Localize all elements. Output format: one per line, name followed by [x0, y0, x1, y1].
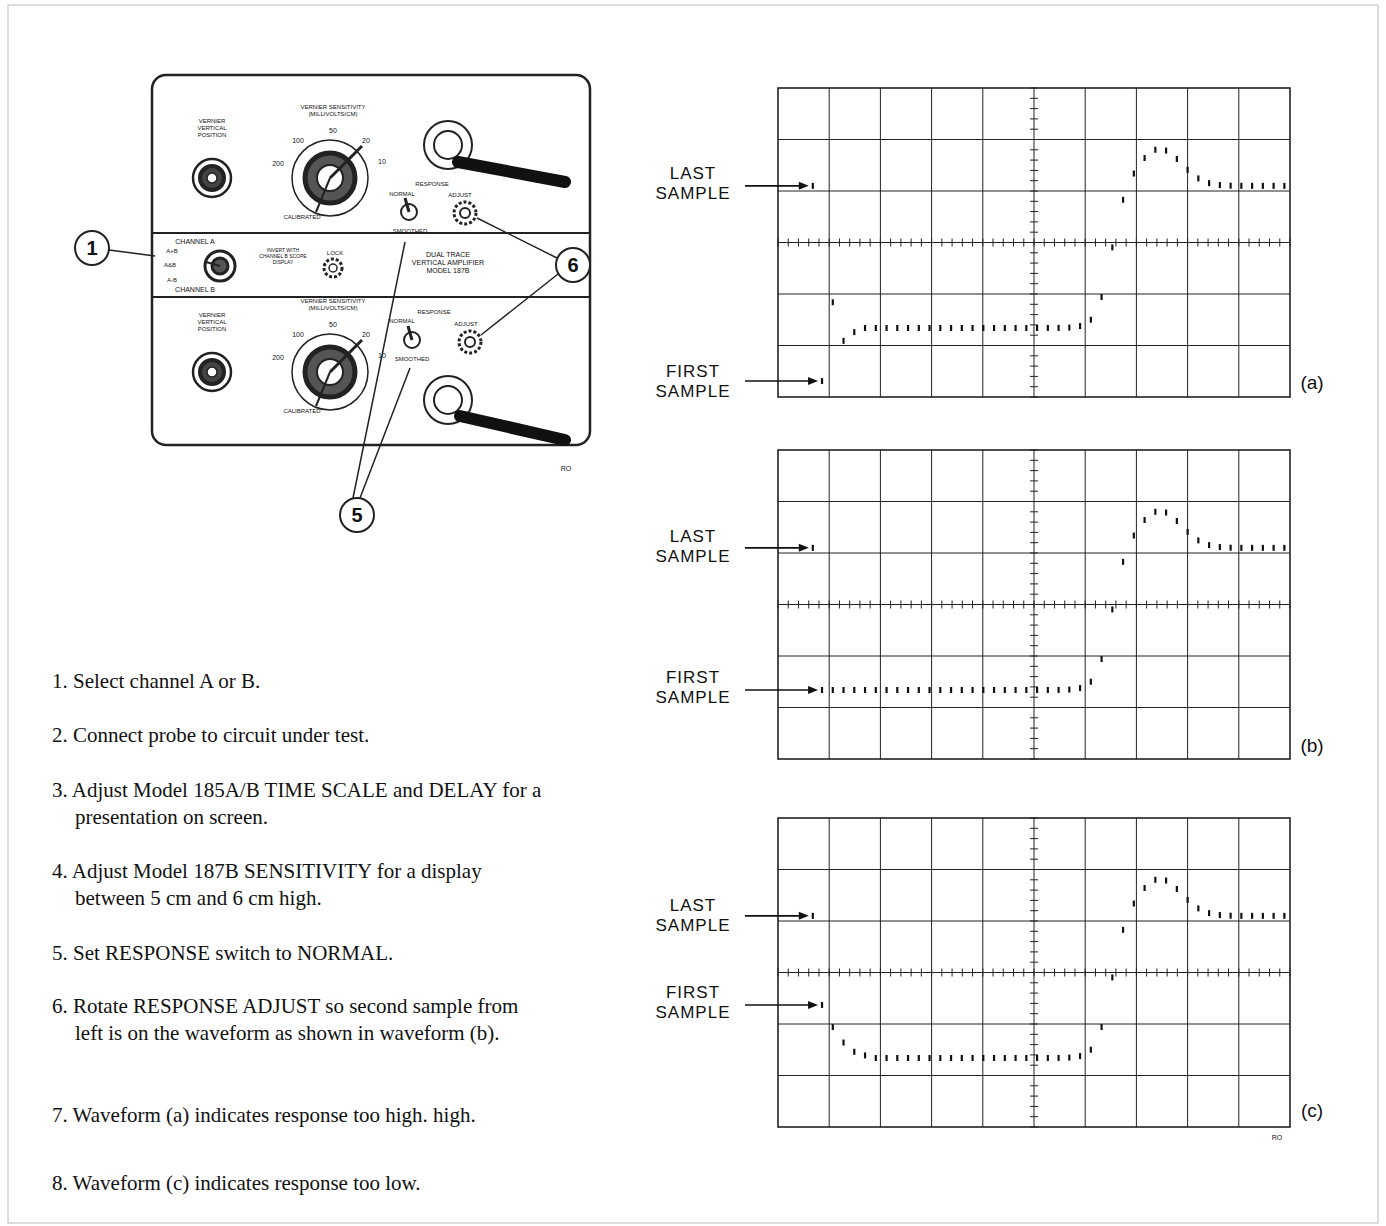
figure-border — [8, 5, 1378, 1223]
waveform-id: (b) — [1294, 735, 1330, 757]
input-connector — [424, 121, 565, 182]
sample-dots — [813, 877, 1285, 1061]
dial-number: 50 — [323, 321, 343, 329]
panel-text: NORMAL — [385, 318, 419, 325]
dial-number: 20 — [356, 137, 376, 145]
panel-text: CALIBRATED — [276, 408, 328, 415]
response-switch — [404, 326, 420, 348]
step-text: 1. Select channel A or B. — [52, 668, 547, 695]
panel-text: CALIBRATED — [276, 214, 328, 221]
waveform-id: (a) — [1294, 372, 1330, 394]
panel-text: CHANNEL B — [169, 286, 221, 294]
channel-selector — [205, 251, 235, 281]
step-text: 3. Adjust Model 185A/B TIME SCALE and DE… — [52, 777, 547, 831]
leader-line — [109, 218, 558, 498]
sample-arrow — [745, 182, 818, 385]
dial-number: 50 — [323, 127, 343, 135]
figure-code: RO — [1266, 1134, 1288, 1142]
knob — [193, 353, 231, 391]
panel-text: RESPONSE — [407, 181, 457, 188]
panel-text: SMOOTHED — [388, 228, 432, 235]
callout-number: 5 — [345, 503, 369, 527]
dial-number: 20 — [356, 331, 376, 339]
graticule — [778, 88, 1290, 397]
sample-dots — [813, 509, 1285, 693]
dial-number: 10 — [372, 158, 392, 166]
panel-text: ADJUST — [449, 321, 483, 328]
panel-text: A-B — [161, 277, 183, 284]
sample-dots — [813, 147, 1285, 384]
response-switch — [401, 198, 417, 220]
panel-text: DUAL TRACE VERTICAL AMPLIFIER MODEL 187B — [410, 251, 486, 275]
panel-text: SMOOTHED — [390, 356, 434, 363]
panel-text: VERNIER SENSITIVITY (MILLIVOLTS/CM) — [300, 298, 366, 312]
knob — [193, 159, 231, 197]
dial-number: 200 — [268, 160, 288, 168]
sample-arrow — [745, 544, 818, 694]
panel-text: CHANNEL A — [169, 238, 221, 246]
lock-knob — [324, 259, 342, 277]
graticule — [778, 450, 1290, 759]
dial-number: 100 — [288, 331, 308, 339]
sample-label: LAST SAMPLE — [648, 896, 738, 936]
step-text: 4. Adjust Model 187B SENSITIVITY for a d… — [52, 858, 547, 912]
dial-number: 100 — [288, 137, 308, 145]
response-adjust-knob — [454, 202, 476, 224]
callout-circle — [75, 231, 590, 532]
panel-text: VERNIER VERTICAL POSITION — [185, 118, 239, 139]
callout-number: 6 — [561, 253, 585, 277]
panel-text: A+B — [161, 248, 183, 255]
sample-label: FIRST SAMPLE — [648, 983, 738, 1023]
sample-arrow — [745, 912, 818, 1009]
panel-text: ADJUST — [443, 192, 477, 199]
panel-text: A&B — [159, 262, 181, 269]
dial-number: 200 — [268, 354, 288, 362]
sensitivity-dial — [292, 140, 368, 216]
step-text: 7. Waveform (a) indicates response too h… — [52, 1102, 547, 1129]
callout-number: 1 — [80, 236, 104, 260]
step-text: 8. Waveform (c) indicates response too l… — [52, 1170, 547, 1197]
panel-divider — [152, 296, 590, 298]
panel-text: RESPONSE — [409, 309, 459, 316]
front-panel — [152, 75, 590, 445]
panel-text: LOCK — [320, 250, 350, 257]
sensitivity-dial — [292, 334, 368, 410]
dial-number: 10 — [372, 352, 392, 360]
waveform-id: (c) — [1294, 1100, 1330, 1122]
panel-text: NORMAL — [385, 191, 419, 198]
step-text: 6. Rotate RESPONSE ADJUST so second samp… — [52, 993, 547, 1047]
sample-label: FIRST SAMPLE — [648, 362, 738, 402]
input-connector — [424, 376, 565, 440]
sample-label: LAST SAMPLE — [648, 164, 738, 204]
response-adjust-knob — [459, 331, 481, 353]
panel-text: VERNIER SENSITIVITY (MILLIVOLTS/CM) — [300, 104, 366, 118]
sample-label: LAST SAMPLE — [648, 527, 738, 567]
panel-text: VERNIER VERTICAL POSITION — [185, 312, 239, 333]
panel-divider — [152, 232, 590, 234]
figure-code: RO — [555, 465, 577, 473]
graticule — [778, 818, 1290, 1127]
sample-label: FIRST SAMPLE — [648, 668, 738, 708]
step-text: 2. Connect probe to circuit under test. — [52, 722, 547, 749]
panel-text: INVERT WITH CHANNEL B SCOPE DISPLAY — [255, 247, 311, 265]
step-text: 5. Set RESPONSE switch to NORMAL. — [52, 940, 547, 967]
